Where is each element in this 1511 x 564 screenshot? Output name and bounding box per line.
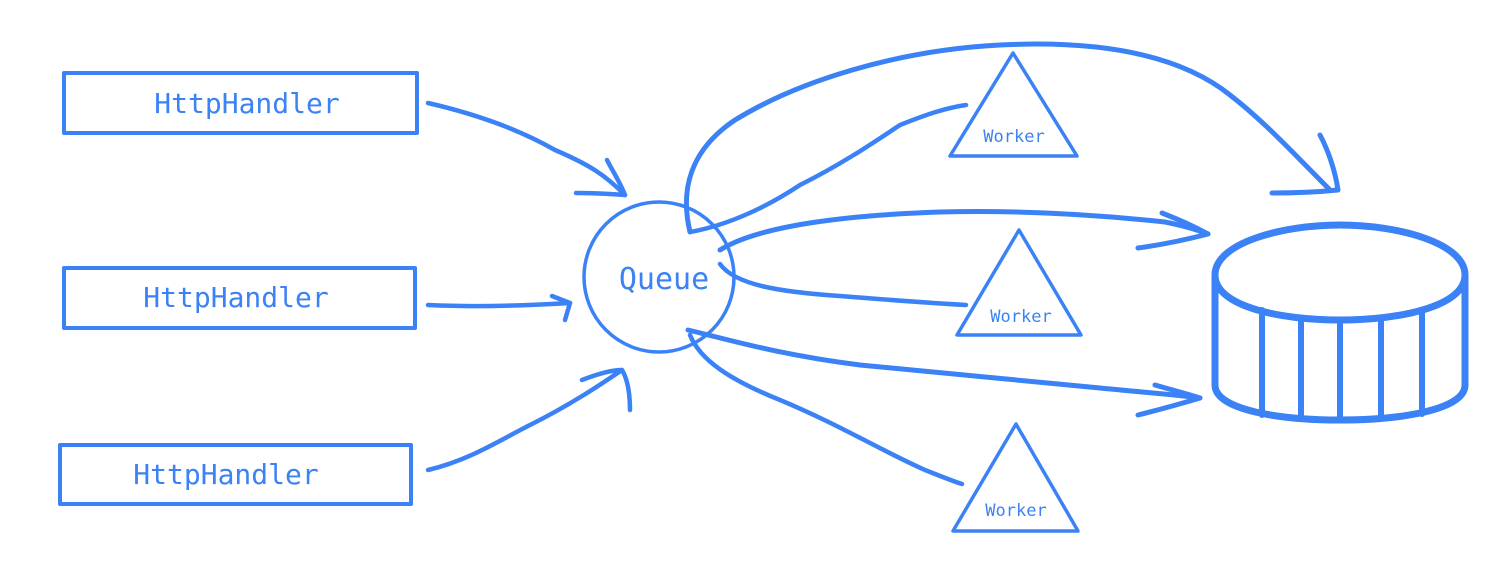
worker-node-1: Worker bbox=[948, 51, 1079, 158]
queue-to-database-arc bbox=[683, 41, 1341, 235]
database-icon bbox=[1211, 221, 1469, 424]
http-handler-label-3: HttpHandler bbox=[133, 458, 318, 491]
handler-to-queue-arrow-1 bbox=[425, 100, 628, 198]
http-handler-node-2: HttpHandler bbox=[62, 266, 417, 330]
worker-label-2: Worker bbox=[990, 307, 1051, 327]
queue-to-worker-link-1 bbox=[687, 102, 969, 235]
queue-label: Queue bbox=[619, 262, 709, 297]
queue-to-database-arrow-middle bbox=[717, 209, 1211, 253]
http-handler-label-2: HttpHandler bbox=[143, 281, 328, 314]
queue-to-database-arrow-lower bbox=[685, 327, 1203, 418]
http-handler-node-1: HttpHandler bbox=[62, 71, 419, 135]
worker-label-3: Worker bbox=[985, 501, 1046, 521]
queue-node: Queue bbox=[582, 200, 736, 354]
http-handler-label-1: HttpHandler bbox=[154, 87, 339, 120]
handler-to-queue-arrow-2 bbox=[425, 293, 573, 323]
handler-to-queue-arrow-3 bbox=[425, 367, 633, 473]
http-handler-node-3: HttpHandler bbox=[58, 443, 413, 506]
queue-to-worker-link-3 bbox=[687, 332, 965, 487]
worker-node-3: Worker bbox=[951, 422, 1080, 533]
worker-node-2: Worker bbox=[955, 228, 1083, 337]
worker-label-1: Worker bbox=[983, 127, 1044, 147]
queue-to-worker-link-2 bbox=[717, 261, 969, 308]
